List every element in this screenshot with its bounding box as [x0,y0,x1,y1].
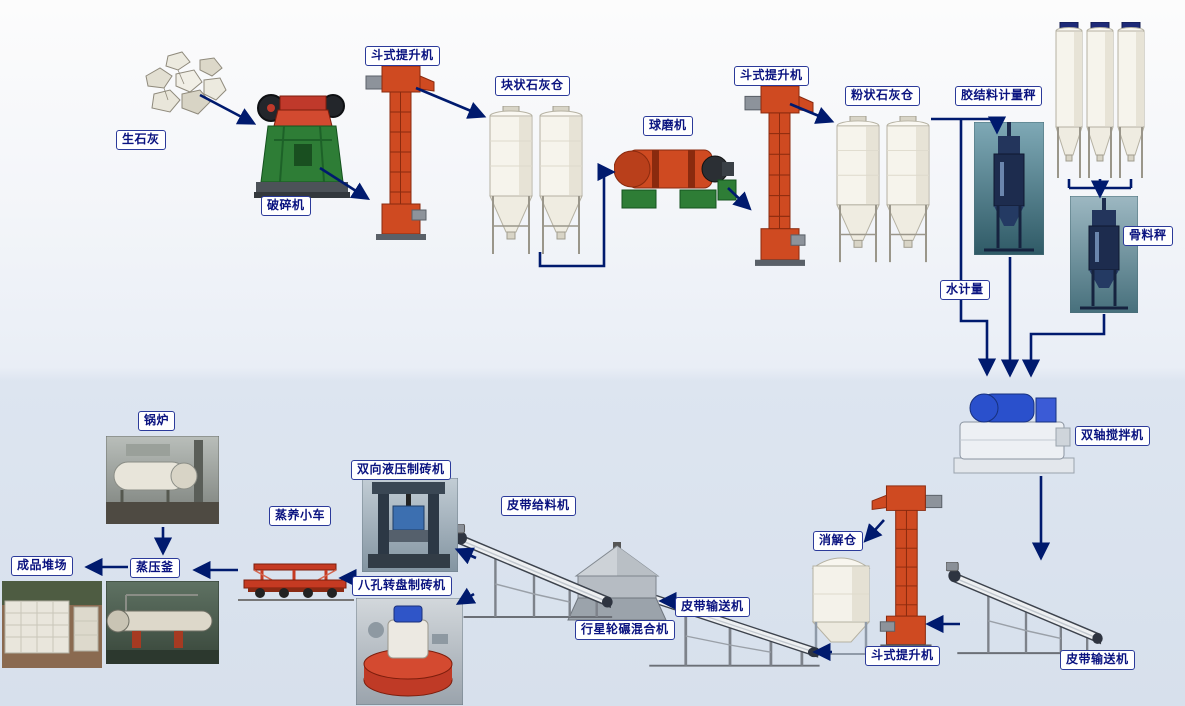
label-autoclave: 蒸压釜 [130,558,180,578]
quicklime-rocks-illustration [138,50,230,128]
label-rotary-press: 八孔转盘制砖机 [352,576,452,596]
label-boiler: 锅炉 [138,411,176,431]
label-powder-lime-silo: 粉状石灰仓 [845,86,920,106]
label-ball-mill: 球磨机 [643,116,693,136]
hydraulic-press-photo [362,478,458,572]
label-crusher: 破碎机 [261,196,311,216]
belt-feeder-illustration [452,524,616,624]
label-block-lime-silo: 块状石灰仓 [495,76,570,96]
belt-conveyor-right-illustration [946,562,1106,660]
digestion-silo-illustration [806,546,876,658]
arrow-aggregate-scale-to-mixer [1021,314,1106,378]
label-aggregate-scale: 骨料秤 [1123,226,1173,246]
label-bucket-elevator-3: 斗式提升机 [865,646,940,666]
label-quicklime: 生石灰 [116,130,166,150]
rotary-press-photo [356,598,463,705]
label-product-yard: 成品堆场 [11,556,74,576]
label-belt-conveyor-mid: 皮带输送机 [675,597,750,617]
steam-cart-illustration [238,546,354,608]
product-yard-photo [2,581,102,668]
ball-mill-illustration [614,134,738,214]
binder-scale-photo [974,122,1044,255]
powder-lime-silo-illustration [833,116,933,272]
label-hydraulic-press: 双向液压制砖机 [351,460,451,480]
autoclave-photo [106,581,219,664]
label-binder-scale: 胶结料计量秤 [955,86,1043,106]
label-belt-conveyor-right: 皮带输送机 [1060,650,1135,670]
label-steam-cart: 蒸养小车 [269,506,332,526]
jaw-crusher-illustration [254,84,350,200]
aggregate-silos-illustration [1053,22,1153,184]
label-planetary-mixer: 行星轮碾混合机 [575,620,675,640]
label-bucket-elevator-1: 斗式提升机 [365,46,440,66]
label-belt-feeder: 皮带给料机 [501,496,576,516]
label-water-meter: 水计量 [940,280,990,300]
bucket-elevator-3-illustration [866,484,952,652]
twin-shaft-mixer-illustration [952,382,1076,475]
aggregate-scale-photo [1070,196,1138,313]
label-bucket-elevator-2: 斗式提升机 [734,66,809,86]
block-lime-silo-illustration [486,106,586,264]
label-digestion-silo: 消解仓 [813,531,863,551]
label-twin-shaft-mixer: 双轴搅拌机 [1075,426,1150,446]
bucket-elevator-1-illustration [356,64,440,242]
boiler-photo [106,436,219,524]
bucket-elevator-2-illustration [735,84,819,268]
